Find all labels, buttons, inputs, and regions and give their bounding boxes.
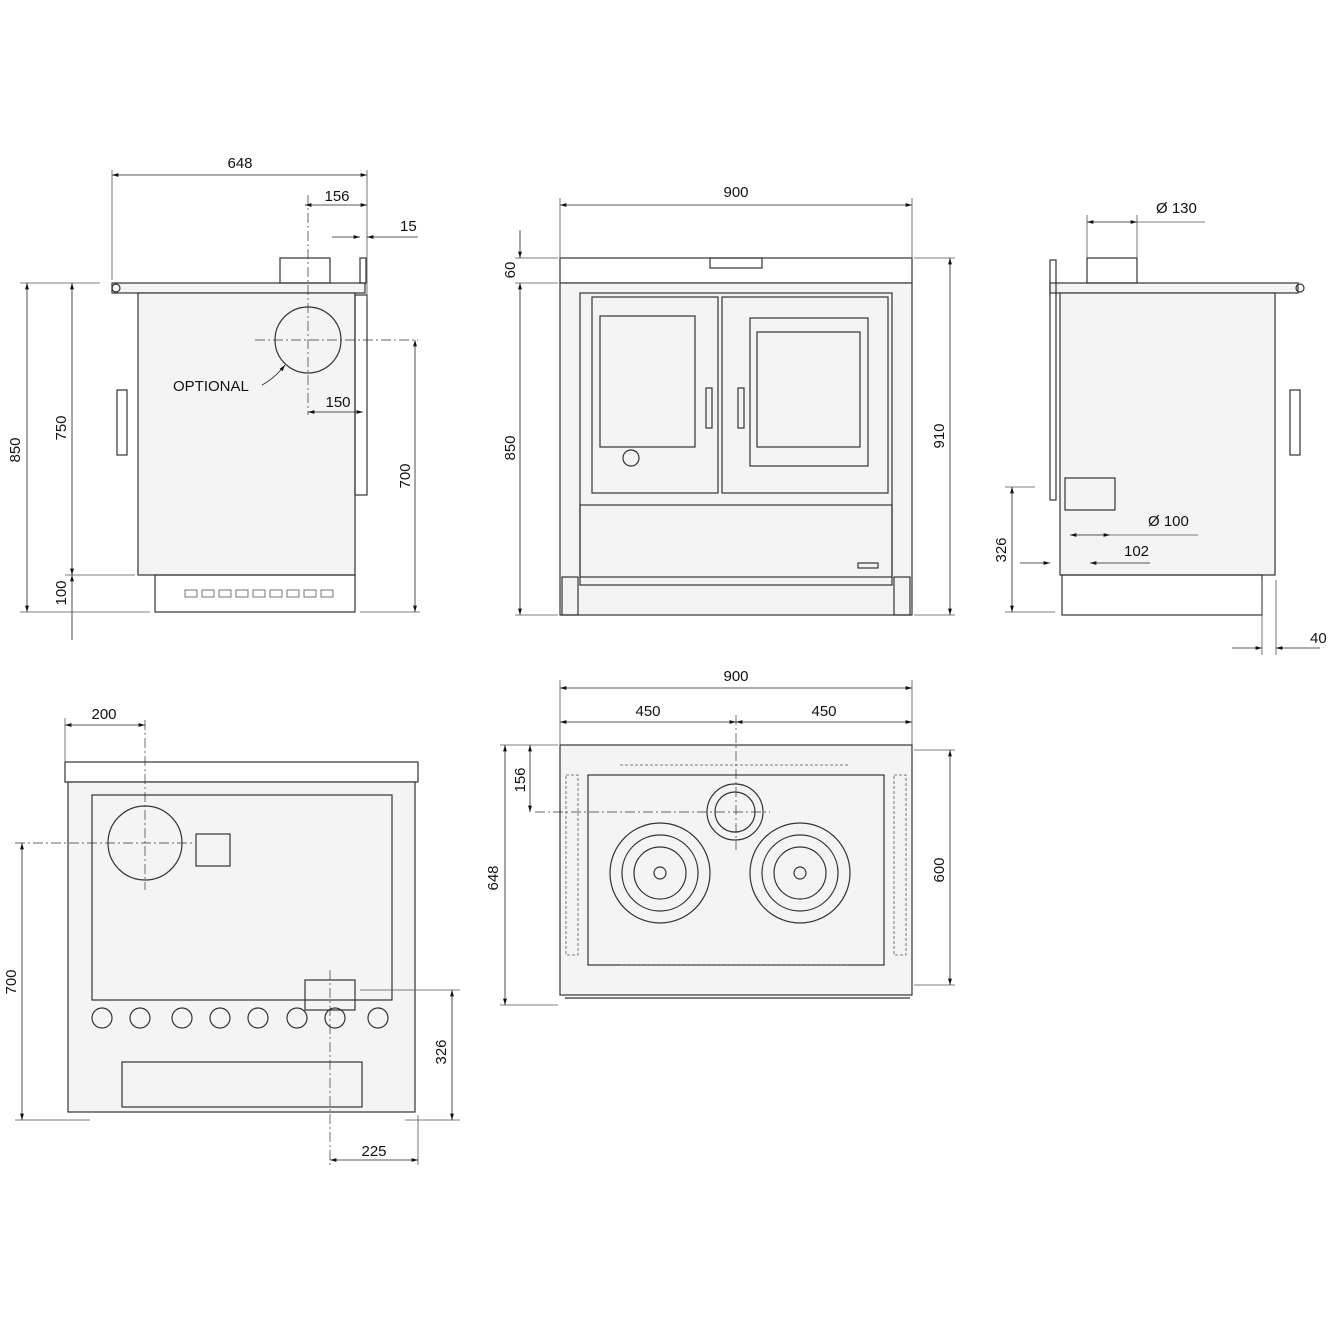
dim-910: 910 — [931, 423, 948, 448]
dim-900-front: 900 — [723, 184, 748, 201]
dim-700-back: 700 — [3, 969, 20, 994]
back-view: 200 700 326 225 — [3, 706, 460, 1165]
dim-dia-100: Ø 100 — [1148, 513, 1189, 530]
dim-100: 100 — [53, 580, 70, 605]
dim-dia-130: Ø 130 — [1156, 200, 1197, 217]
dim-900-top: 900 — [723, 668, 748, 685]
dim-600: 600 — [931, 857, 948, 882]
dim-326-side: 326 — [993, 537, 1010, 562]
right-side-view: Ø 130 Ø 100 102 326 40 — [993, 200, 1327, 655]
dim-60: 60 — [502, 262, 519, 279]
dim-102: 102 — [1124, 543, 1149, 560]
dim-156-top: 156 — [512, 767, 529, 792]
dim-648: 648 — [227, 155, 252, 172]
dim-225: 225 — [361, 1143, 386, 1160]
dim-850: 850 — [7, 437, 24, 462]
left-side-view: OPTIONAL 648 156 15 150 850 750 100 700 — [7, 155, 420, 640]
dim-200: 200 — [91, 706, 116, 723]
dim-40: 40 — [1310, 630, 1327, 647]
dim-648-top: 648 — [485, 865, 502, 890]
front-view: 900 60 850 910 — [502, 184, 955, 616]
top-view: 900 450 450 156 648 600 — [485, 668, 955, 1006]
dim-450-right: 450 — [811, 703, 836, 720]
dim-15: 15 — [400, 218, 417, 235]
dim-450-left: 450 — [635, 703, 660, 720]
dim-156: 156 — [324, 188, 349, 205]
dim-150: 150 — [325, 394, 350, 411]
optional-label: OPTIONAL — [173, 378, 249, 395]
dim-326-back: 326 — [433, 1039, 450, 1064]
dim-850-front: 850 — [502, 435, 519, 460]
dim-750: 750 — [53, 415, 70, 440]
dim-700: 700 — [397, 463, 414, 488]
